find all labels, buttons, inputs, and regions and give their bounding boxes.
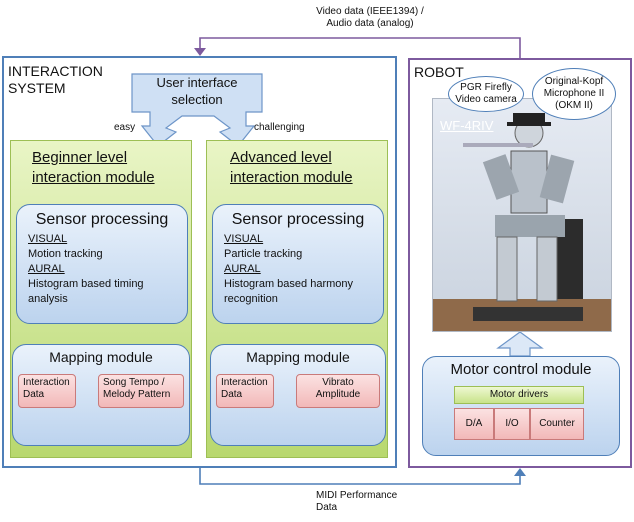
advanced-interaction-data: Interaction Data	[216, 374, 274, 408]
robot-figure-icon	[433, 113, 611, 331]
beginner-sensor-title: Sensor processing	[35, 211, 169, 228]
midi-link-label: MIDI Performance Data	[316, 490, 398, 513]
midi-link-arrowhead	[514, 468, 526, 476]
beginner-module-title: Beginner level interaction module	[32, 149, 155, 186]
robot-photo	[432, 98, 612, 332]
advanced-sensor-processing	[212, 204, 384, 324]
video-audio-link-arrowhead	[194, 48, 206, 56]
advanced-vibrato-output: Vibrato Amplitude	[296, 374, 380, 408]
camera-callout: PGR Firefly Video camera	[448, 76, 524, 112]
robot-title: ROBOT	[414, 64, 464, 80]
challenging-label: challenging	[254, 122, 305, 133]
video-audio-link-label: Video data (IEEE1394) / Audio data (anal…	[316, 6, 424, 29]
beginner-sensor-processing	[16, 204, 188, 324]
da-cell: D/A	[454, 408, 494, 440]
motor-up-arrow	[496, 331, 544, 357]
beginner-song-tempo-output: Song Tempo / Melody Pattern	[98, 374, 184, 408]
advanced-mapping-title: Mapping module	[246, 349, 350, 365]
midi-link-line	[199, 466, 521, 485]
interaction-system-title: INTERACTION SYSTEM	[8, 63, 103, 96]
advanced-sensor-details: VISUAL Particle tracking AURAL Histogram…	[224, 233, 354, 305]
motor-drivers-bar: Motor drivers	[454, 386, 584, 404]
io-cell: I/O	[494, 408, 530, 440]
beginner-sensor-details: VISUAL Motion tracking AURAL Histogram b…	[28, 233, 144, 305]
advanced-sensor-title: Sensor processing	[231, 211, 365, 228]
video-audio-link-line	[199, 37, 521, 58]
robot-photo-label: WF-4RIV	[440, 118, 494, 133]
motor-control-title: Motor control module	[450, 361, 592, 378]
easy-label: easy	[114, 122, 136, 133]
advanced-module-title: Advanced level interaction module	[230, 149, 353, 186]
counter-cell: Counter	[530, 408, 584, 440]
beginner-mapping-title: Mapping module	[49, 349, 153, 365]
beginner-interaction-data: Interaction Data	[18, 374, 76, 408]
microphone-callout: Original-Kopf Microphone II (OKM II)	[532, 68, 616, 120]
interaction-system-panel	[2, 56, 397, 468]
ui-selection-arrow	[131, 73, 263, 147]
user-interface-selection[interactable]: User interface selection	[156, 75, 238, 107]
robot-panel	[408, 58, 632, 468]
